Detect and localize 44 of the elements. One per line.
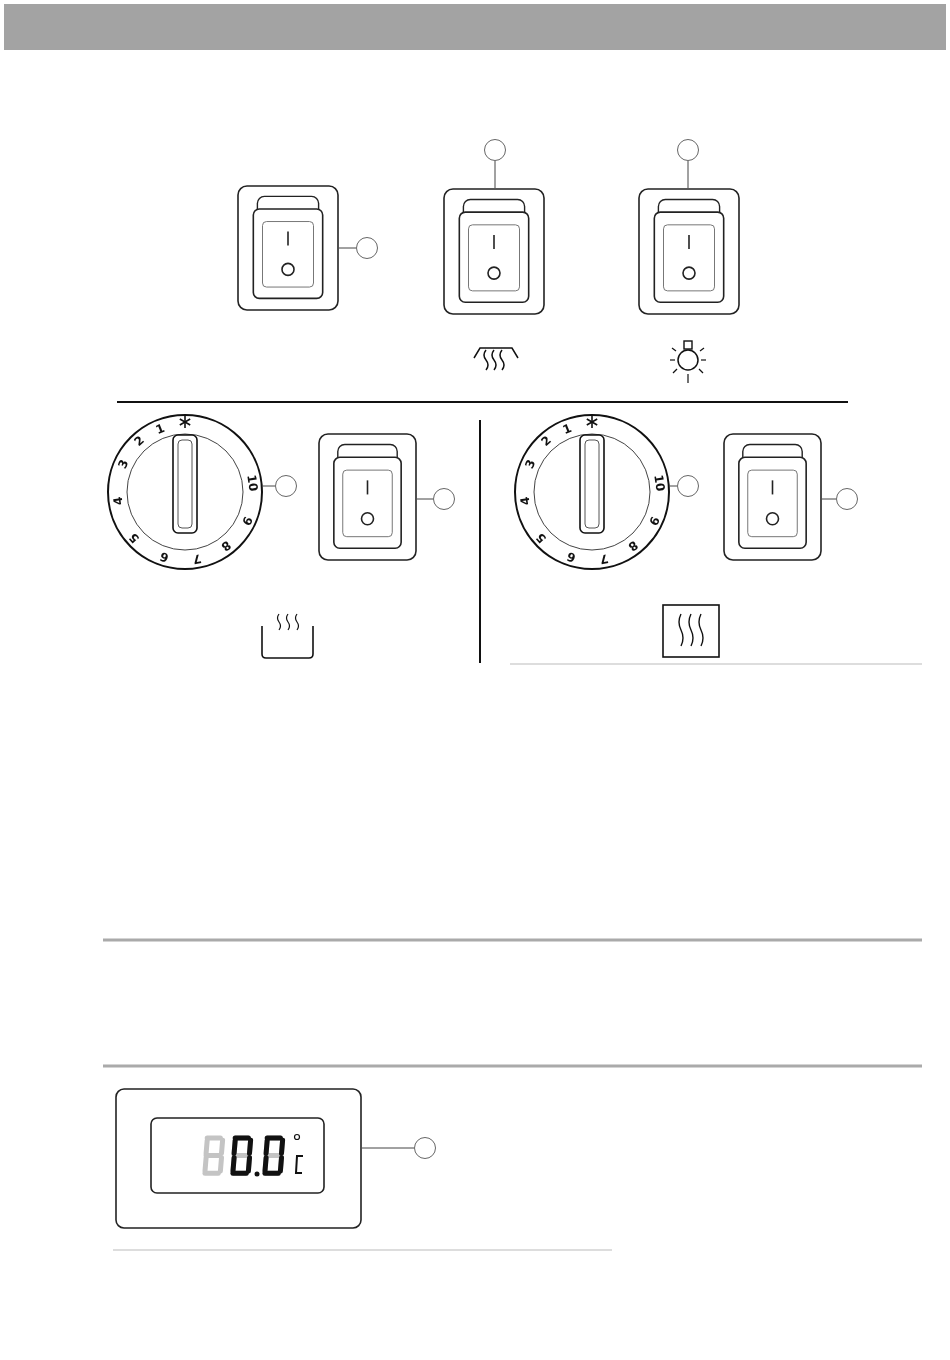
dial-number: 10 <box>245 473 260 492</box>
rocker-switch <box>318 433 417 561</box>
leader-line <box>669 485 678 487</box>
leader-line <box>494 160 496 189</box>
dial-number: 9 <box>646 514 661 528</box>
leader-line <box>416 498 434 500</box>
callout-circle <box>677 139 699 161</box>
leader-line <box>361 1147 415 1149</box>
dial-number: 1 <box>560 421 573 437</box>
control-dial <box>107 414 263 570</box>
callout-circle <box>484 139 506 161</box>
leader-line <box>687 160 689 189</box>
dial-number: 3 <box>522 458 538 471</box>
leader-line <box>262 485 276 487</box>
leader-line <box>821 498 837 500</box>
control-dial <box>514 414 670 570</box>
rocker-switch <box>723 433 822 561</box>
dial-number: 8 <box>219 539 234 554</box>
dial-number: 3 <box>115 458 131 471</box>
rocker-switch <box>237 185 339 311</box>
dial-number: 4 <box>111 496 125 507</box>
dial-number: 6 <box>565 549 577 564</box>
dial-number: 5 <box>534 530 549 545</box>
dial-number: 7 <box>191 552 203 566</box>
rocker-switch <box>638 188 740 315</box>
callout-circle <box>275 475 297 497</box>
dial-number: 6 <box>158 549 170 564</box>
dial-number: 5 <box>127 530 142 545</box>
callout-circle <box>836 488 858 510</box>
dial-number: 8 <box>626 539 641 554</box>
dial-number: 2 <box>132 434 147 449</box>
dial-number: 9 <box>239 514 254 528</box>
leader-line <box>338 247 357 249</box>
callout-circle <box>677 475 699 497</box>
dial-number: 2 <box>539 434 554 449</box>
dial-number: 10 <box>652 473 667 492</box>
callout-circle <box>356 237 378 259</box>
temperature-display <box>115 1088 362 1229</box>
callout-circle <box>414 1137 436 1159</box>
dial-number: 1 <box>153 421 166 437</box>
callout-circle <box>433 488 455 510</box>
rocker-switch <box>443 188 545 315</box>
dial-number: 4 <box>518 496 532 507</box>
dial-number: 7 <box>598 552 610 566</box>
